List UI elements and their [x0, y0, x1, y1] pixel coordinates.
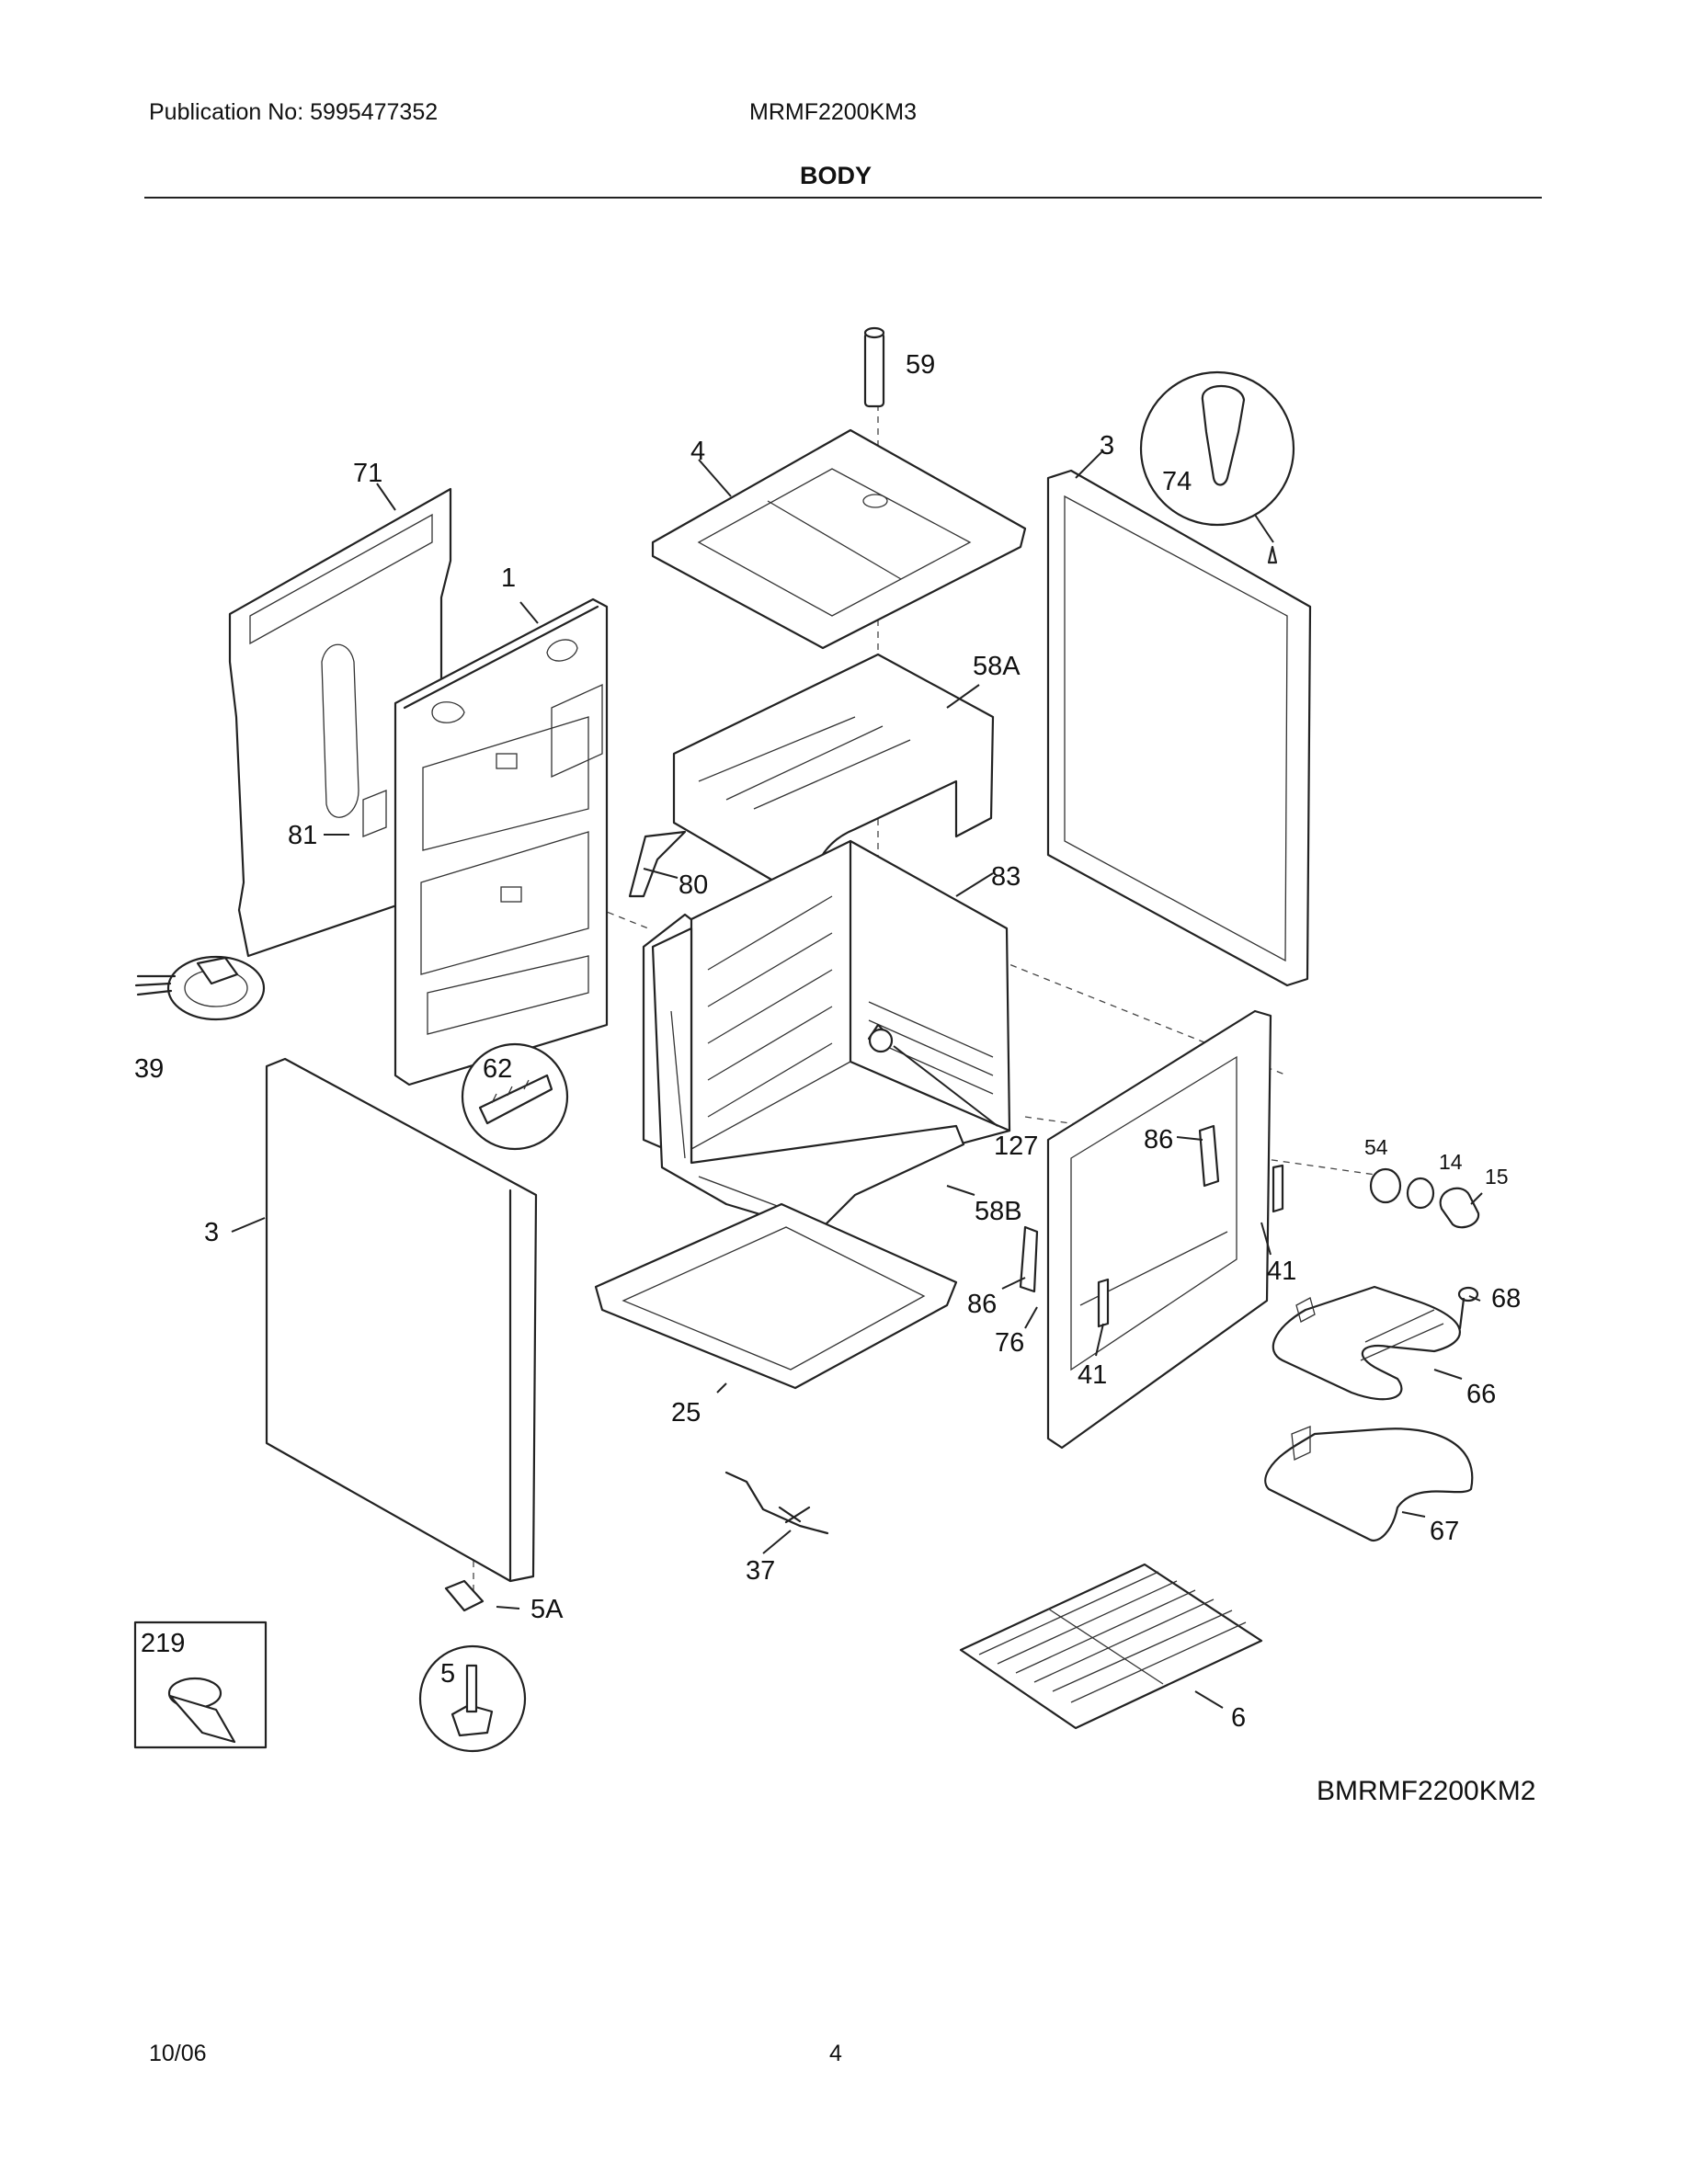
callout-numbers: 59 4 3 74 71 1 58A 81 80 83 39 62 127 86…: [134, 350, 1521, 1733]
callout-67: 67: [1430, 1517, 1459, 1546]
callout-86-right: 86: [1144, 1125, 1173, 1155]
callout-81: 81: [288, 821, 317, 850]
oven-rack-part: [959, 1563, 1263, 1730]
callout-80: 80: [679, 870, 708, 900]
callout-71: 71: [353, 459, 382, 488]
bottom-panel-part: [594, 1202, 958, 1390]
diagram-code: BMRMF2200KM2: [1317, 1776, 1536, 1806]
callout-66: 66: [1466, 1380, 1496, 1409]
temperature-sensor-part: [724, 1471, 829, 1535]
side-panel-left-part: [265, 1057, 538, 1583]
callout-41-lower: 41: [1078, 1360, 1107, 1390]
callout-25: 25: [671, 1398, 701, 1428]
callout-58B: 58B: [975, 1197, 1022, 1226]
callout-5A: 5A: [530, 1595, 564, 1624]
lamp-detail-circle: [1139, 370, 1295, 564]
callout-59: 59: [906, 350, 935, 380]
publication-number: Publication No: 5995477352: [149, 99, 439, 125]
callout-62: 62: [483, 1054, 512, 1084]
power-cord-part: [134, 955, 266, 1021]
broil-element-part: [1272, 1285, 1461, 1401]
model-number: MRMF2200KM3: [749, 99, 917, 125]
back-panel-part: [393, 597, 609, 1086]
thermostat-detail-box: [133, 1621, 268, 1749]
callout-74: 74: [1162, 467, 1192, 496]
callout-39: 39: [134, 1054, 164, 1084]
callout-68: 68: [1491, 1284, 1521, 1314]
callout-83: 83: [991, 862, 1021, 892]
callout-14: 14: [1439, 1150, 1463, 1174]
callout-4: 4: [690, 437, 705, 466]
callout-58A: 58A: [973, 652, 1021, 681]
callout-6: 6: [1231, 1703, 1246, 1733]
callout-127: 127: [994, 1132, 1038, 1161]
front-frame-part: [1019, 1009, 1284, 1450]
element-clip-part: [1457, 1286, 1479, 1330]
page-title: BODY: [800, 162, 873, 189]
bracket-part: [628, 830, 687, 898]
leveler-clip-part: [444, 1579, 485, 1612]
callout-86-lower: 86: [967, 1290, 997, 1319]
page-number: 4: [829, 2041, 842, 2066]
terminal-block-circle: [461, 1042, 569, 1151]
stud-part: [863, 326, 885, 408]
bake-element-part: [1264, 1426, 1474, 1542]
callout-3-top: 3: [1100, 431, 1114, 461]
lamp-cover-parts: [1369, 1167, 1483, 1229]
callout-41-upper: 41: [1267, 1257, 1296, 1286]
callout-54: 54: [1364, 1135, 1388, 1159]
callout-1: 1: [501, 563, 516, 593]
callout-3-door: 3: [204, 1218, 219, 1247]
side-panel-right-part: [1046, 469, 1312, 987]
callout-15: 15: [1485, 1165, 1509, 1189]
callout-5: 5: [440, 1659, 455, 1689]
lamp-socket-part: [868, 1028, 998, 1127]
callout-leader-lines: [231, 449, 1481, 1709]
header-divider: [144, 197, 1542, 199]
callout-37: 37: [746, 1556, 775, 1586]
footer-date: 10/06: [149, 2041, 207, 2066]
top-panel-part: [651, 428, 1027, 650]
callout-219: 219: [141, 1629, 185, 1658]
leveler-leg-circle: [418, 1644, 527, 1753]
callout-76: 76: [995, 1328, 1024, 1358]
